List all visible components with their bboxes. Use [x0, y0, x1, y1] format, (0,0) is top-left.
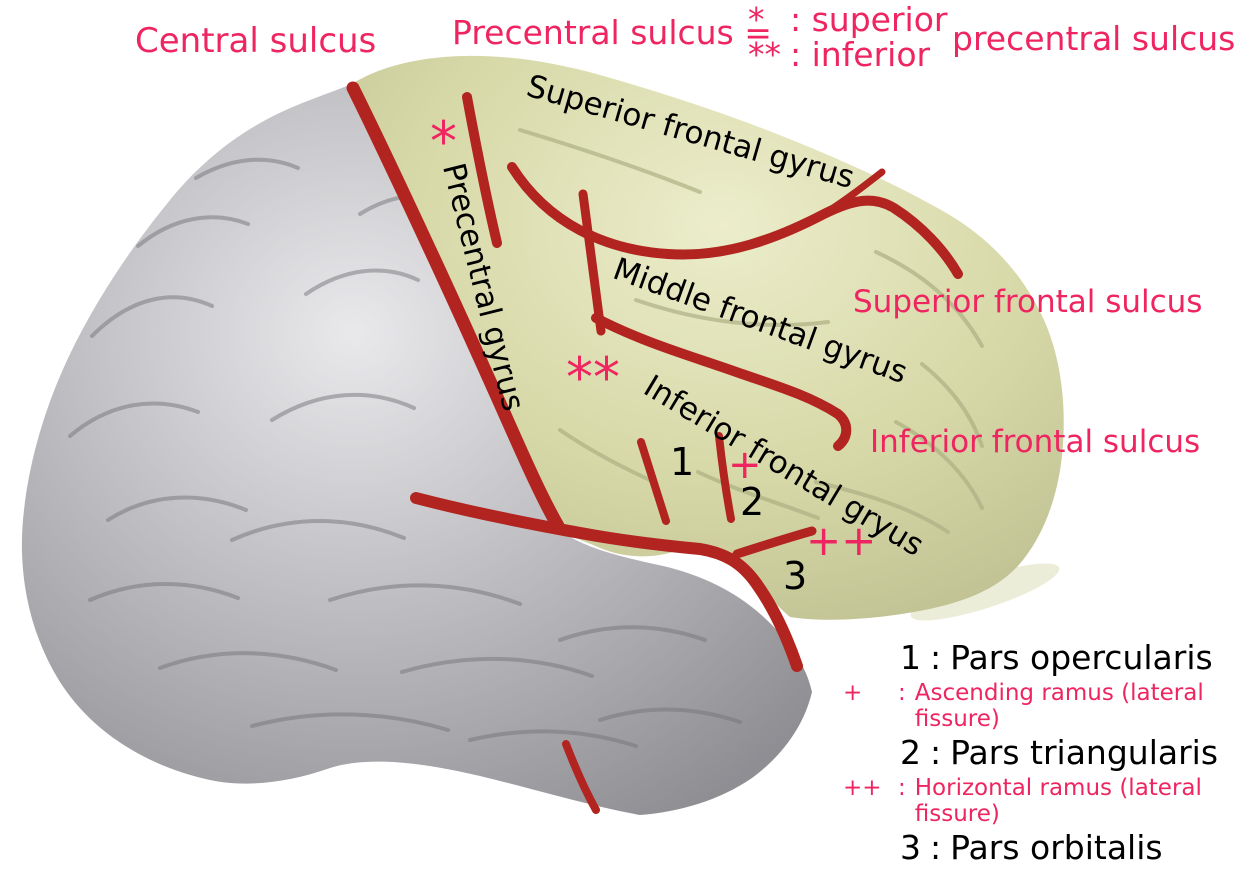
- legend-marker-double-plus: ++: [843, 775, 882, 801]
- legend-row-pars-orbitalis: 3 : Pars orbitalis: [843, 830, 1249, 866]
- frontal-pole-shadow: [910, 563, 1060, 621]
- marker-pars-orbitalis-3: 3: [783, 554, 808, 598]
- precentral-sulcus-definition: * : superior ** : inferior: [748, 0, 947, 74]
- legend-label-pars-triangularis: Pars triangularis: [950, 733, 1219, 772]
- legend-row-pars-triangularis: 2 : Pars triangularis: [843, 735, 1249, 771]
- legend-marker-plus: +: [843, 680, 863, 706]
- legend-marker-3: 3: [900, 828, 921, 867]
- inferior-precentral-lower-path: [637, 438, 670, 525]
- legend-separator: :: [898, 680, 906, 706]
- posterior-gyri-folds: [68, 157, 742, 748]
- inferior-definition-text: : inferior: [790, 35, 931, 74]
- marker-pars-triangularis-2: 2: [740, 480, 765, 524]
- marker-ascending-ramus-plus: +: [728, 442, 762, 488]
- inferior-frontal-sulcus-path: [591, 313, 852, 451]
- marker-inferior-precentral-double-star: **: [566, 346, 620, 409]
- posterior-brain-region: [21, 84, 813, 815]
- legend-label-ascending-ramus: Ascending ramus (lateral fissure): [914, 680, 1204, 732]
- horizontal-ramus-path: [732, 526, 817, 559]
- legend: 1 : Pars opercularis + : Ascending ramus…: [843, 640, 1249, 870]
- label-precentral-sulcus-equals: Precentral sulcus =: [452, 13, 772, 52]
- marker-pars-opercularis-1: 1: [670, 440, 695, 484]
- legend-label-horizontal-ramus: Horizontal ramus (lateral fissure): [914, 775, 1202, 827]
- legend-separator: :: [930, 638, 942, 677]
- marker-superior-precentral-star: *: [430, 110, 457, 173]
- legend-label-pars-opercularis: Pars opercularis: [950, 638, 1213, 677]
- legend-marker-1: 1: [900, 638, 921, 677]
- legend-row-pars-opercularis: 1 : Pars opercularis: [843, 640, 1249, 676]
- definition-superior-row: * : superior: [748, 0, 947, 39]
- legend-row-ascending-ramus: + : Ascending ramus (lateral fissure): [843, 680, 1249, 732]
- label-superior-frontal-sulcus: Superior frontal sulcus: [853, 284, 1203, 320]
- ascending-ramus-path: [715, 432, 735, 523]
- lateral-fissure-path: [410, 492, 803, 672]
- label-inferior-frontal-sulcus: Inferior frontal sulcus: [870, 424, 1201, 460]
- definition-inferior-row: ** : inferior: [748, 35, 947, 74]
- superior-frontal-sulcus-branch-path: [820, 168, 886, 218]
- superior-definition-text: : superior: [790, 0, 948, 39]
- legend-label-pars-orbitalis: Pars orbitalis: [950, 828, 1163, 867]
- superior-frontal-sulcus-path: [507, 162, 963, 279]
- superior-precentral-sulcus-path: [462, 92, 502, 248]
- legend-row-horizontal-ramus: ++ : Horizontal ramus (lateral fissure): [843, 775, 1249, 827]
- frontal-gyri-folds: [518, 128, 984, 534]
- label-precentral-sulcus-right: precentral sulcus: [952, 19, 1236, 58]
- figure-canvas: Central sulcus Precentral sulcus = * : s…: [21, 0, 1236, 866]
- legend-separator: :: [898, 775, 906, 801]
- temporal-sulcus-sliver-path: [562, 740, 600, 814]
- inferior-double-star-symbol: **: [748, 35, 781, 74]
- legend-separator: :: [930, 828, 942, 867]
- label-central-sulcus: Central sulcus: [135, 21, 377, 61]
- central-sulcus-path: [346, 81, 565, 533]
- legend-marker-2: 2: [900, 733, 921, 772]
- legend-separator: :: [930, 733, 942, 772]
- superior-star-symbol: *: [748, 0, 765, 39]
- brain-illustration: [21, 55, 1064, 815]
- marker-horizontal-ramus-double-plus: ++: [806, 516, 877, 565]
